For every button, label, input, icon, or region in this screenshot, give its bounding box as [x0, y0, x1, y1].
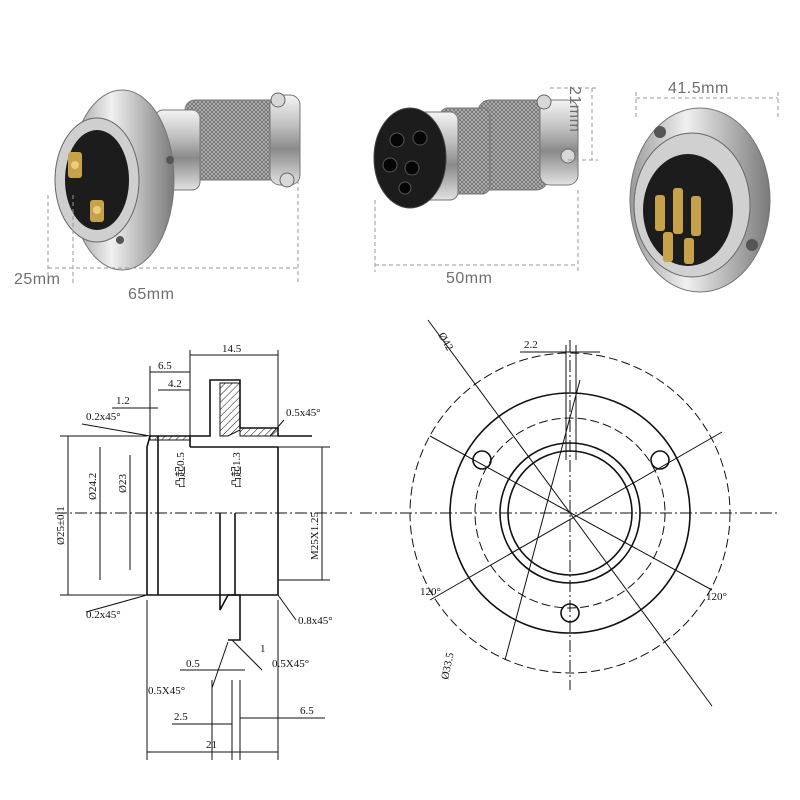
- radial-line: [504, 379, 581, 661]
- mount-hole-icon: [746, 239, 758, 251]
- dim-dia-42: Ø42: [435, 331, 455, 353]
- rear-clamp: [539, 99, 579, 186]
- chamfer-top-right: 0.5x45°: [286, 407, 321, 419]
- photo-socket-front: 41.5mm: [629, 80, 779, 293]
- dim-4-2: 4.2: [168, 378, 182, 390]
- dim-6-5: 6.5: [158, 360, 172, 372]
- chamfer-top-left: 0.2x45°: [86, 411, 121, 423]
- dim-1: 1: [260, 643, 266, 655]
- shell-section-hatch: [149, 435, 191, 441]
- mount-hole-icon: [116, 236, 124, 244]
- socket-hole-icon: [382, 157, 398, 173]
- dim-width-label: 41.5mm: [668, 80, 729, 97]
- dim-1-2: 1.2: [116, 395, 130, 407]
- pin-icon: [691, 196, 701, 236]
- pin-tip-icon: [71, 161, 79, 169]
- radial-line: [429, 435, 713, 591]
- angle-120-right: 120°: [706, 591, 727, 603]
- clamp-screw-icon: [279, 172, 295, 188]
- leader-line: [81, 423, 151, 437]
- clamp-screw-icon: [270, 92, 286, 108]
- chamfer-bottom-right: 0.8x45°: [298, 615, 333, 627]
- leader-line: [85, 594, 148, 613]
- pin-icon: [673, 188, 683, 234]
- pin-tip-icon: [93, 206, 101, 214]
- radial-line: [429, 431, 723, 601]
- flange-lower-profile: [219, 513, 241, 641]
- mount-hole-icon: [166, 156, 174, 164]
- boss-0-5-label: 凸起0.5: [174, 452, 187, 488]
- side-section-drawing: 14.5 6.5 4.2 1.2 0.2x45° 0.5x45° Ø25±0.1…: [55, 343, 355, 760]
- dim-length-label: 50mm: [446, 270, 492, 287]
- front-view-drawing: Ø42 2.2 120° 120° Ø33.5: [360, 319, 780, 707]
- photo-male-connector: 25mm 65mm: [14, 89, 301, 303]
- dim-21: 21: [206, 739, 217, 751]
- leader-line: [231, 639, 263, 671]
- dim-height-label: 25mm: [14, 271, 60, 288]
- pin-icon: [663, 232, 673, 262]
- flange-section-hatch: [219, 382, 241, 437]
- dim-length-label: 65mm: [128, 286, 174, 303]
- dim-dia-24-2: Ø24.2: [87, 473, 99, 500]
- mount-hole-icon: [472, 450, 492, 470]
- dim-0-5: 0.5: [186, 658, 200, 670]
- clamp-screw-icon: [536, 94, 552, 110]
- leader-line: [277, 594, 297, 621]
- boss-1-3-label: 凸起1.3: [230, 452, 243, 488]
- leader-line: [211, 641, 229, 689]
- dim-dia-33-5: Ø33.5: [439, 651, 456, 681]
- pin-icon: [684, 238, 694, 264]
- mount-hole-icon: [650, 450, 670, 470]
- dim-diameter-label: 21mm: [566, 86, 583, 132]
- dim-dia-25: Ø25±0.1: [55, 506, 67, 545]
- angle-120-left: 120°: [420, 586, 441, 598]
- dim-14-5: 14.5: [222, 343, 242, 355]
- dim-dia-23: Ø23: [117, 474, 129, 493]
- mount-hole-icon: [654, 126, 666, 138]
- rear-clamp: [269, 94, 301, 186]
- socket-hole-icon: [404, 160, 420, 176]
- chamfer-bottom-left: 0.2x45°: [86, 609, 121, 621]
- photo-female-plug: 50mm 21mm: [373, 86, 598, 287]
- pin-icon: [655, 195, 665, 231]
- dim-6-5-bottom: 6.5: [300, 705, 314, 717]
- chamfer-bottom-mid-right: 0.5X45°: [272, 658, 309, 670]
- socket-hole-icon: [398, 181, 412, 195]
- socket-hole-icon: [412, 130, 428, 146]
- thread-section-hatch: [239, 427, 279, 437]
- leader-line: [269, 419, 285, 437]
- clamp-screw-icon: [560, 148, 576, 164]
- insulator-face: [373, 107, 447, 209]
- dim-2-2: 2.2: [524, 339, 538, 351]
- dim-2-5: 2.5: [174, 711, 188, 723]
- chamfer-bottom-mid-left: 0.5X45°: [148, 685, 185, 697]
- dim-thread-m25: M25X1.25: [309, 512, 321, 560]
- socket-hole-icon: [389, 132, 405, 148]
